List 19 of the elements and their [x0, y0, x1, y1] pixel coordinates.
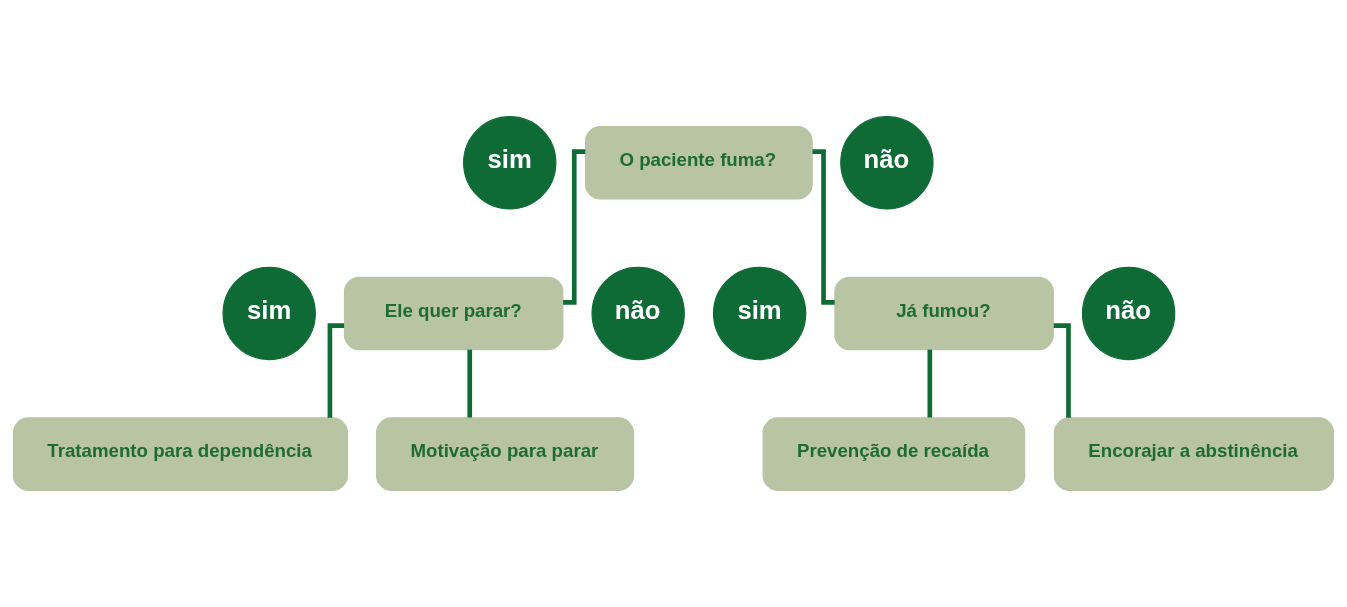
node-circle: não [591, 266, 685, 361]
connector [812, 149, 835, 305]
node-circle: não [840, 116, 934, 210]
node-box: Motivação para parar [376, 417, 635, 491]
connector [467, 349, 473, 418]
node-box: O paciente fuma? [585, 126, 813, 200]
node-box: Ele quer parar? [343, 276, 564, 351]
connector [927, 349, 933, 418]
connector [327, 323, 345, 418]
node-circle: sim [463, 116, 557, 210]
connector [1053, 323, 1071, 418]
node-box: Tratamento para dependência [12, 417, 348, 491]
node-box: Prevenção de recaída [762, 417, 1026, 491]
connector [563, 149, 586, 305]
node-box: Já fumou? [834, 276, 1054, 351]
node-circle: não [1081, 266, 1176, 361]
node-box: Encorajar a abstinência [1053, 417, 1335, 491]
node-circle: sim [222, 266, 316, 361]
node-circle: sim [712, 266, 807, 361]
